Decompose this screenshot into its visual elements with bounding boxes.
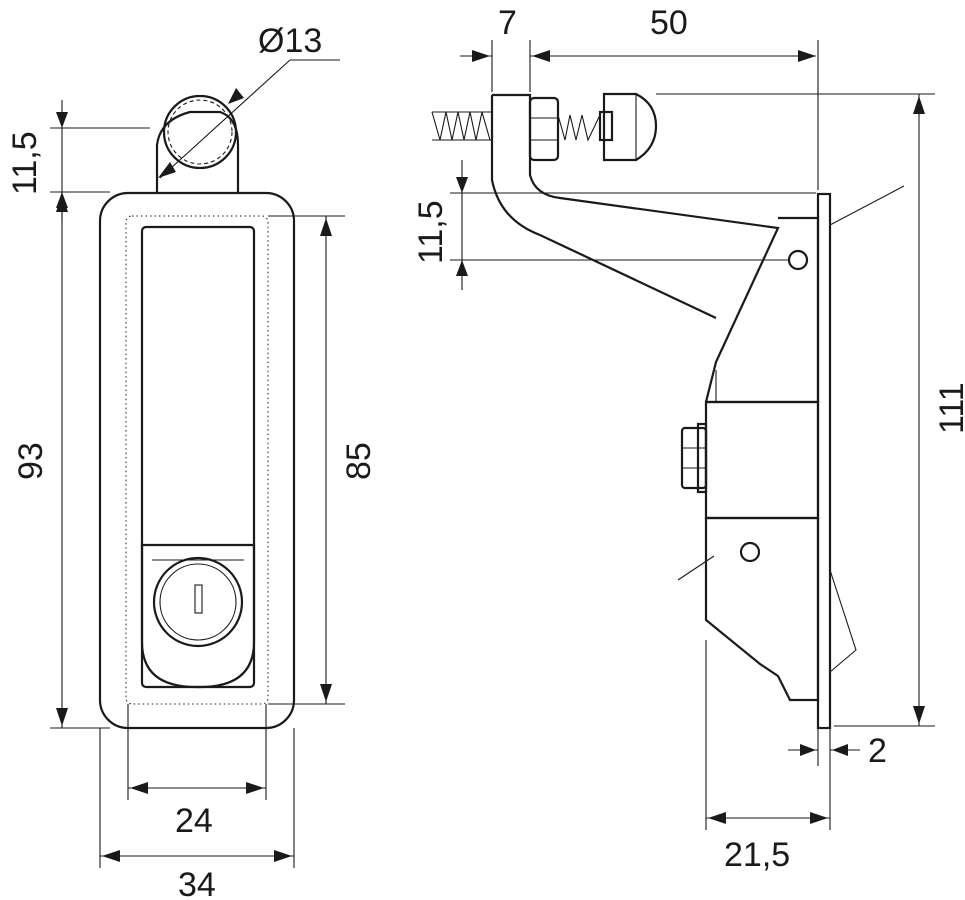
front-view: Ø13 11,5 93 85 24 34 [6,22,378,900]
dim-depth: 21,5 [724,836,790,874]
dim-total-height-front: 93 [12,442,50,480]
lock-cylinder [152,556,244,648]
dim-reach: 50 [650,4,688,42]
side-view: 7 50 11,5 111 2 21,5 [412,4,965,874]
dim-arm-height: 11,5 [412,200,450,264]
key-slot [194,584,203,614]
dim-total-height-side: 111 [933,382,965,434]
threaded-screw [431,111,492,141]
dome-cap [602,92,658,162]
hex-nut [528,96,560,162]
housing-block [704,400,820,520]
dim-diameter-knob: Ø13 [258,22,322,60]
dim-plate-thickness: 2 [868,732,887,770]
latch-body-outline [98,191,296,730]
handle [140,225,256,689]
dim-inner-height: 85 [340,442,378,480]
dim-total-width: 34 [178,866,216,900]
dim-knob-height: 11,5 [6,131,44,195]
dim-inner-width: 24 [175,802,213,840]
dim-screw-offset: 7 [498,4,517,42]
mounting-plate [816,192,832,730]
